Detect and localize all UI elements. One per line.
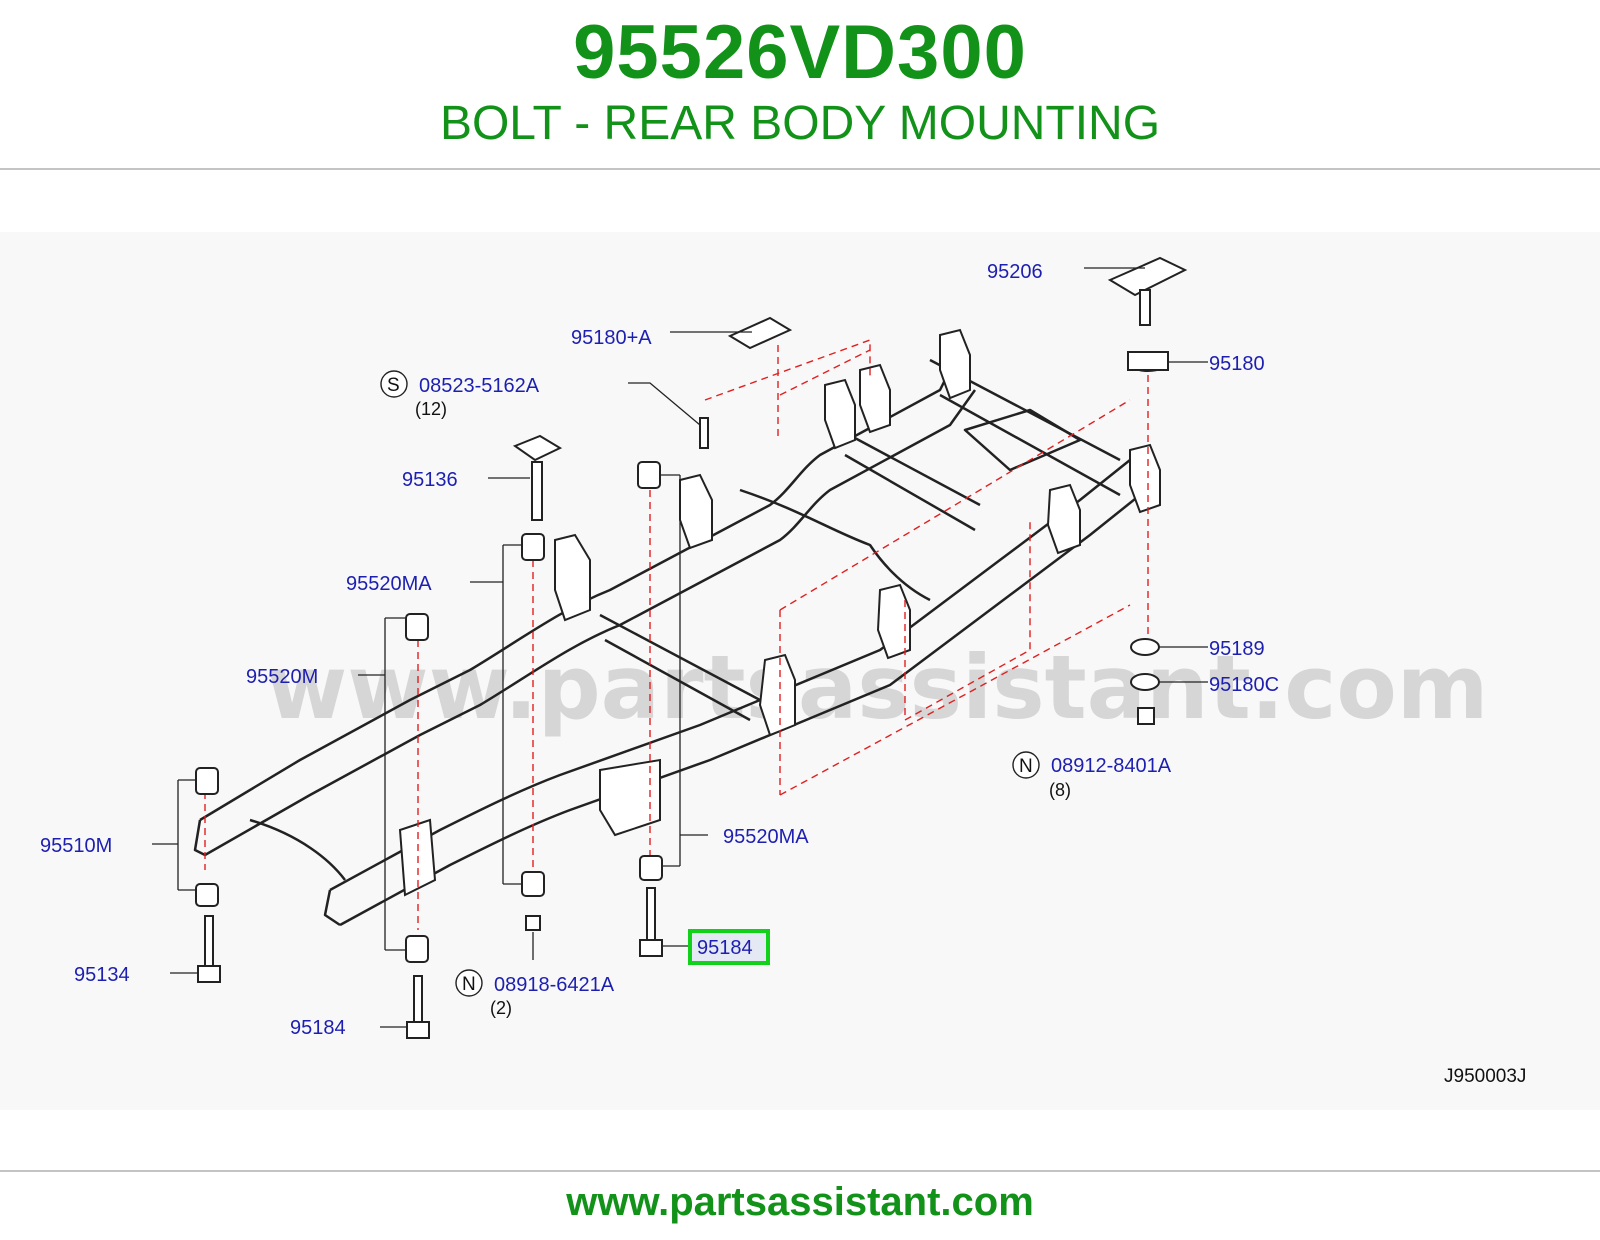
bracket-i [1129,443,1161,514]
callout-95184-highlighted[interactable]: 95184 [697,937,753,959]
footer-divider [0,1170,1600,1172]
n-marker-letter-1: N [1019,756,1033,777]
part-95189 [1130,638,1160,656]
callout-95180c[interactable]: 95180C [1209,674,1279,696]
callout-95180[interactable]: 95180 [1209,353,1265,375]
frame-left-rail [199,349,962,822]
crossmember-1 [249,818,346,881]
leader-95520m [358,617,406,951]
s-marker-letter: S [387,375,400,396]
n-marker-letter-2: N [462,974,476,995]
leader-95510m [152,779,196,891]
frame-left-rail-lower [204,389,977,857]
part-95180a-plate [727,316,793,350]
part-95520ma-c [521,871,545,897]
part-95136-stud [531,461,543,521]
bracket-b [679,473,713,550]
n-marker-circle-2 [455,969,483,997]
part-08523-bolt [699,417,709,449]
part-95180-body [1127,351,1169,371]
part-08918-nut [525,915,541,931]
leader-95520ma-top [470,544,522,885]
part-95510m-bottom [195,883,219,907]
crossmember-4 [839,428,981,532]
bracket-j [599,758,661,837]
part-95520ma-b [637,461,661,489]
diagram-canvas: www.partsassistant.com [0,232,1600,1110]
callout-95180a[interactable]: 95180+A [571,327,652,349]
part-95184-bolt-head [639,939,663,957]
header-divider [0,168,1600,170]
callout-08918-6421a[interactable]: 08918-6421A [494,974,615,996]
align-12 [904,520,1031,721]
frame-exploded-diagram: www.partsassistant.com [40,256,1526,1087]
bracket-d [876,583,911,660]
part-95520ma-d [639,855,663,881]
leader-lines [152,267,1208,1028]
part-95134-bolt [204,915,214,971]
part-description: BOLT - REAR BODY MOUNTING [439,97,1161,150]
callout-08912-8401a[interactable]: 08912-8401A [1051,755,1172,777]
part-95184-bolt-head [406,1021,430,1039]
bracket-g [939,328,971,400]
bracket-c [758,653,796,737]
callout-95136[interactable]: 95136 [402,469,458,491]
part-95180c [1130,673,1160,691]
part-95520m-top [405,613,429,641]
callout-95520m[interactable]: 95520M [246,666,318,688]
s-marker-circle [380,370,408,398]
bracket-a [554,533,591,622]
crossmember-3 [739,488,931,602]
part-95136-pad [512,434,563,462]
vehicle-frame [193,349,1141,927]
qty-08523: (12) [415,399,447,419]
footer-url[interactable]: www.partsassistant.com [566,1180,1034,1224]
qty-08912: (8) [1049,780,1071,800]
part-95206-plate [1107,256,1188,297]
part-08912-nut [1137,707,1155,725]
n-marker-circle-1 [1012,751,1040,779]
watermark-text: www.partsassistant.com [266,636,1489,739]
part-95134-bolt-head [197,965,221,983]
leader-95520ma-bottom [660,474,708,867]
part-number-title: 95526VD300 [573,10,1027,95]
align-10 [779,604,1131,796]
part-95520ma-a [521,533,545,561]
diagram-code: J950003J [1444,1066,1526,1087]
bracket-f [859,363,891,434]
rear-plate [963,408,1082,472]
callout-95189[interactable]: 95189 [1209,638,1265,660]
qty-08918: (2) [490,998,512,1018]
part-95184-bolt [413,975,423,1027]
callout-95134[interactable]: 95134 [74,964,130,986]
alignment-lines [204,339,1149,930]
callout-95206[interactable]: 95206 [987,261,1043,283]
callout-95510m[interactable]: 95510M [40,835,112,857]
leader-08523 [628,382,701,426]
bracket-h [1046,483,1081,555]
callout-08523-5162a[interactable]: 08523-5162A [419,375,540,397]
part-95510m-top [195,767,219,795]
callout-95520ma-top[interactable]: 95520MA [346,573,432,595]
part-95520m-bottom [405,935,429,963]
bracket-e [824,378,856,450]
frame-right-rail-lower [339,494,1141,927]
highlight-box [688,929,770,965]
part-95184-bolt-highlight [646,887,656,945]
page-header: 95526VD300 BOLT - REAR BODY MOUNTING [0,0,1600,168]
callout-95184[interactable]: 95184 [290,1017,346,1039]
align-7 [779,349,871,396]
exploded-parts [195,256,1188,1039]
align-9 [779,399,1131,611]
frame-front-end [193,819,341,927]
part-95206-stud [1139,289,1151,326]
callout-95520ma-bottom[interactable]: 95520MA [723,826,809,848]
